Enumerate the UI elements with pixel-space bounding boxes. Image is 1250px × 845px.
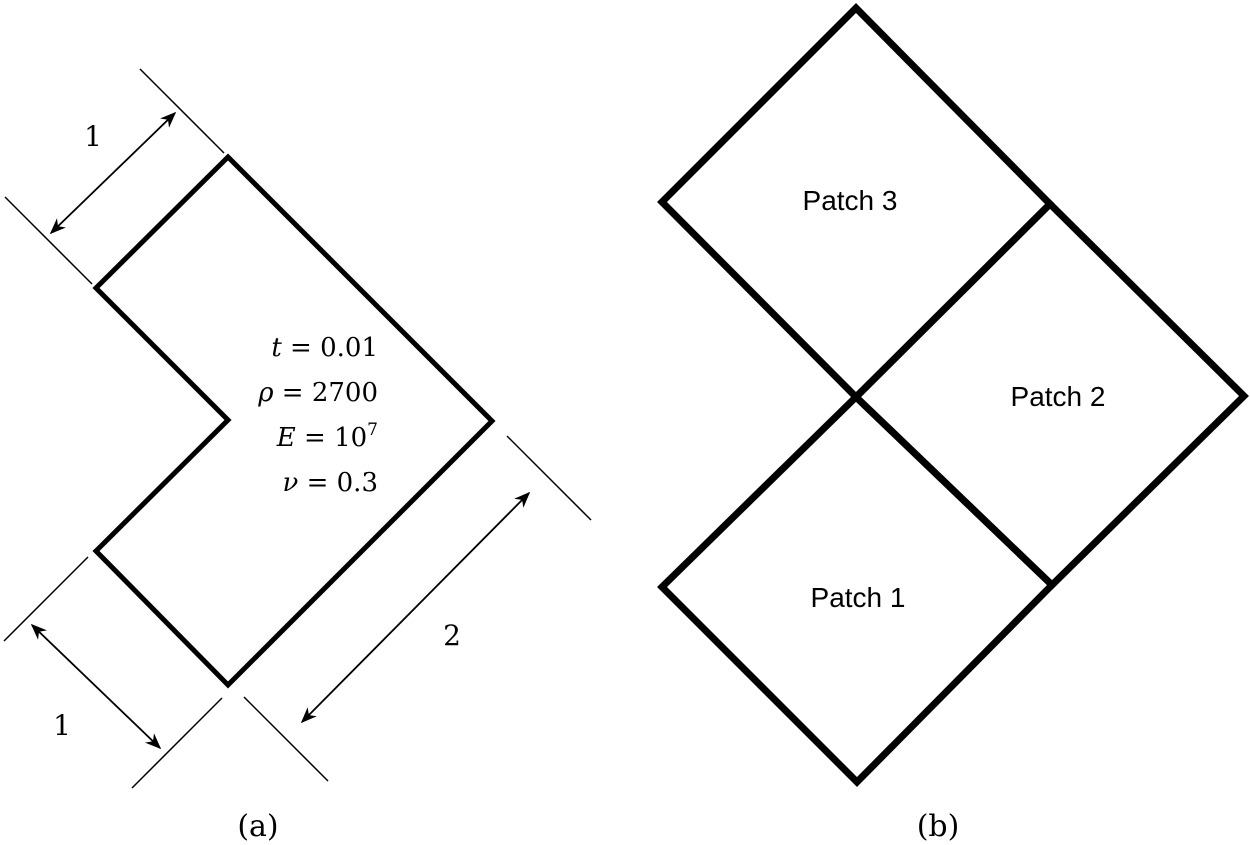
patch-1-region	[657, 392, 1057, 787]
dimension-arrow-bottom-left	[30, 623, 162, 750]
dimension-label-bottom-right: 2	[443, 619, 461, 652]
parameter-value: 0.01	[320, 333, 378, 363]
parameter-symbol: E	[276, 423, 296, 453]
panel-b: Patch 3 Patch 2 Patch 1 (b)	[657, 3, 1249, 844]
parameter-line: ν = 0.3	[283, 468, 379, 498]
parameter-line: ρ = 2700	[257, 378, 378, 408]
parameter-equals: =	[296, 423, 334, 453]
patch-2-label: Patch 2	[1011, 381, 1106, 412]
parameter-equals: =	[282, 333, 320, 363]
patch-1-label: Patch 1	[811, 582, 906, 613]
l-shape-outline	[92, 153, 496, 689]
parameter-line: t = 0.01	[271, 333, 378, 363]
parameter-value: 10	[334, 423, 367, 453]
parameter-symbol: ν	[283, 468, 299, 498]
parameter-line: E = 107	[276, 420, 378, 453]
dimension-label-top-left: 1	[84, 120, 102, 153]
dimension-label-bottom-left: 1	[53, 709, 71, 742]
extension-line	[4, 196, 93, 285]
patch-3-label: Patch 3	[803, 185, 898, 216]
extension-line	[131, 697, 223, 789]
parameter-exponent: 7	[367, 420, 378, 440]
extension-line	[243, 696, 329, 782]
caption-b: (b)	[917, 809, 960, 844]
parameter-equals: =	[274, 378, 312, 408]
parameter-equals: =	[298, 468, 336, 498]
extension-line	[506, 435, 592, 521]
extension-line	[3, 556, 89, 642]
parameter-value: 0.3	[337, 468, 378, 498]
parameter-symbol: ρ	[257, 378, 274, 408]
caption-a: (a)	[237, 809, 278, 844]
extension-line	[139, 68, 225, 154]
parameter-value: 2700	[312, 378, 378, 408]
dimension-arrow-bottom-right	[300, 491, 531, 724]
parameter-symbol: t	[271, 333, 282, 363]
dimension-arrow-top-left	[49, 111, 177, 235]
